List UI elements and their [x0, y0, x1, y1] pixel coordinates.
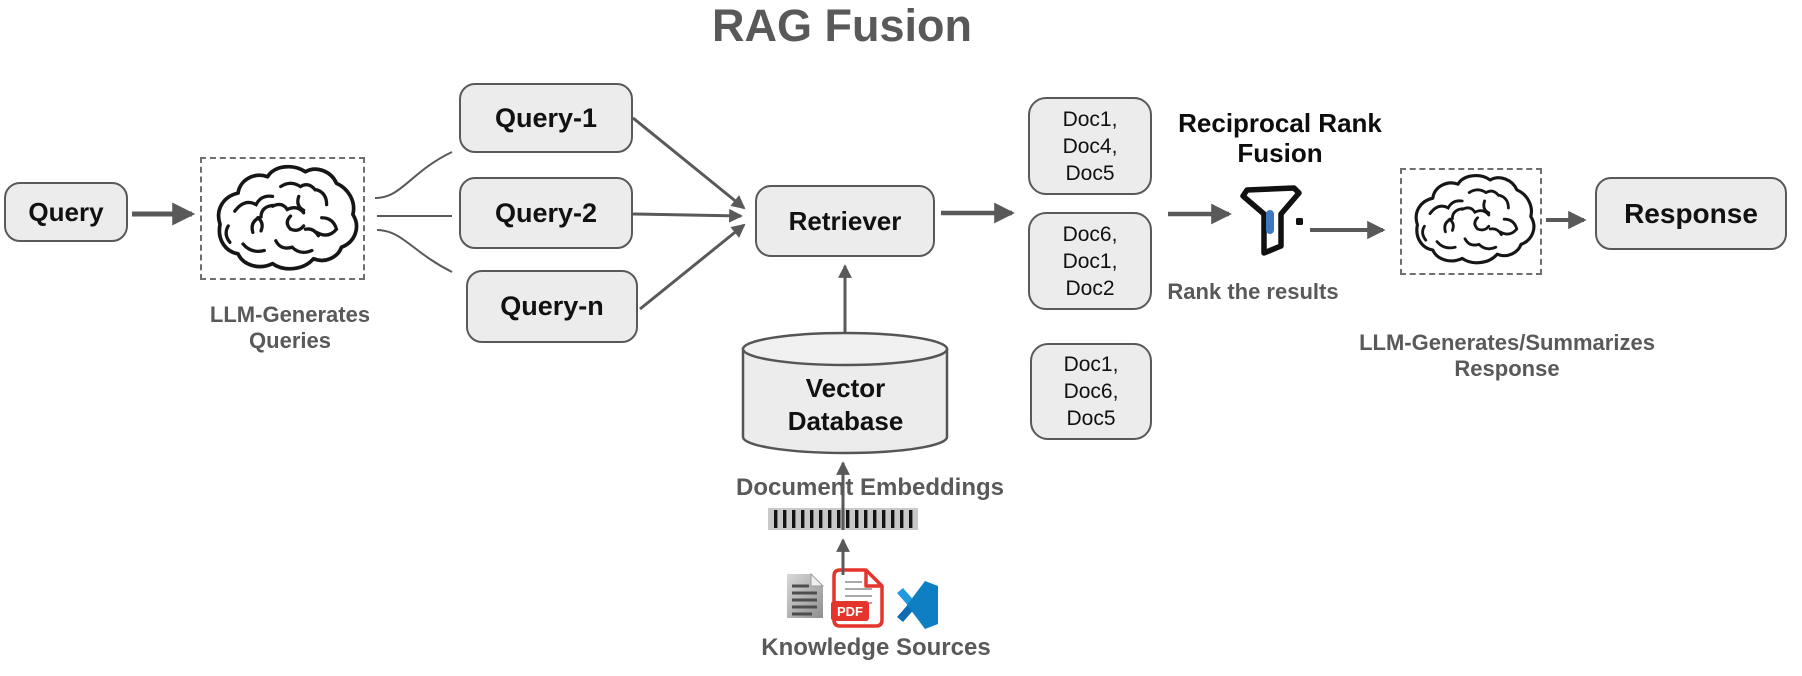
- pdf-file-icon: PDF: [831, 568, 884, 628]
- node-response: Response: [1595, 177, 1787, 250]
- node-query-1: Query-1: [459, 83, 633, 153]
- label-reciprocal-rank-fusion: Reciprocal Rank Fusion: [1178, 108, 1382, 168]
- label-llm-generates-response: LLM-Generates/Summarizes Response: [1359, 330, 1655, 381]
- document-icon: [787, 572, 825, 618]
- llm-box-queries: [200, 157, 365, 280]
- page-title: RAG Fusion: [712, 0, 972, 51]
- vscode-icon: [897, 581, 938, 629]
- label-knowledge-sources: Knowledge Sources: [761, 634, 991, 661]
- fanout-lines: [374, 151, 453, 273]
- node-vector-database: Vector Database: [787, 373, 904, 436]
- node-retriever: Retriever: [755, 185, 935, 257]
- label-document-embeddings: Document Embeddings: [735, 474, 1005, 501]
- node-doc-list-1: Doc1, Doc4, Doc5: [1028, 97, 1152, 195]
- arrows-queries-to-retriever: [632, 116, 746, 311]
- pdf-badge-label: PDF: [837, 604, 863, 619]
- embeddings-barcode-icon: [768, 508, 918, 530]
- node-doc-list-3: Doc1, Doc6, Doc5: [1030, 343, 1152, 440]
- node-doc-list-2: Doc6, Doc1, Doc2: [1028, 212, 1152, 310]
- funnel-filter-icon: [1240, 185, 1303, 256]
- node-query: Query: [4, 182, 128, 242]
- node-query-n: Query-n: [466, 270, 638, 343]
- label-llm-generates-queries: LLM-Generates Queries: [209, 302, 371, 353]
- node-query-2: Query-2: [459, 177, 633, 249]
- llm-box-response: [1400, 168, 1542, 275]
- label-rank-the-results: Rank the results: [1167, 279, 1339, 304]
